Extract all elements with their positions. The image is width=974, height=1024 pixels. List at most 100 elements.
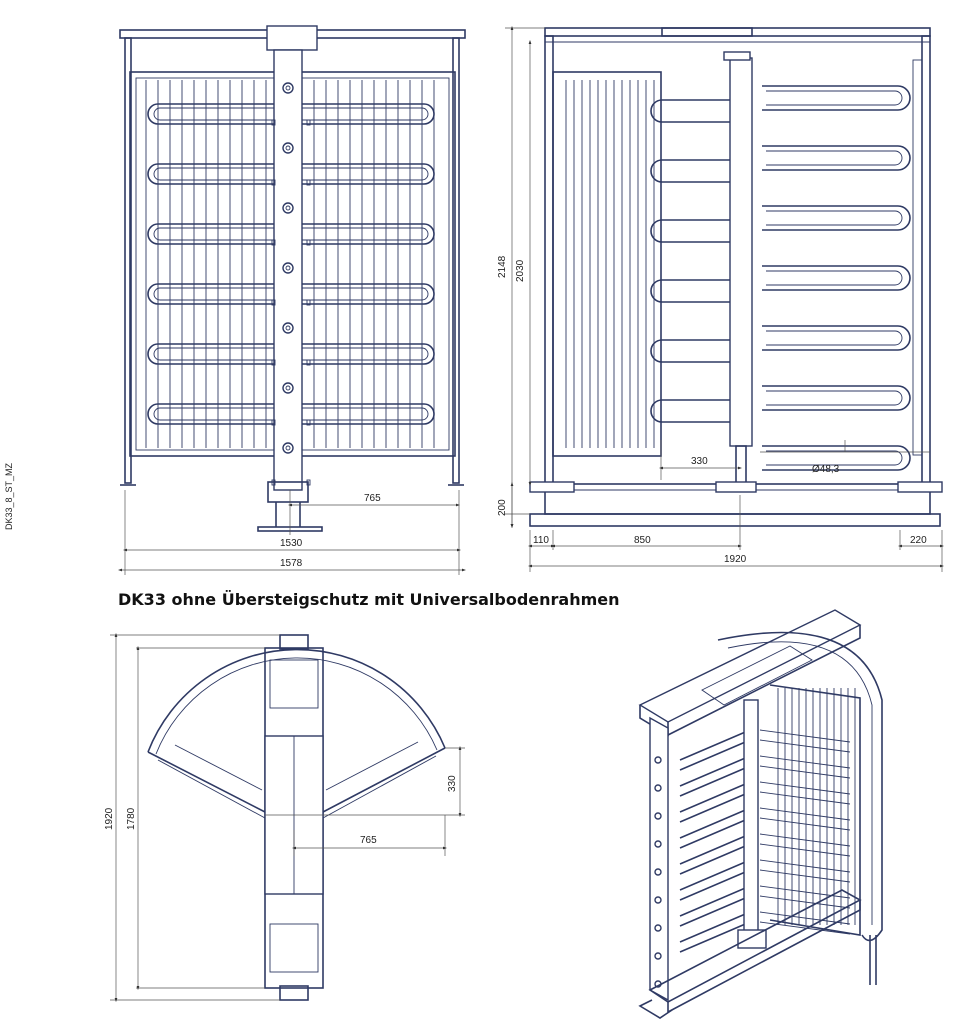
post-hole xyxy=(654,784,662,792)
side-dim-330: 330 xyxy=(691,456,708,467)
rotor-arm-bend xyxy=(650,279,663,303)
top-dim-1920: 1920 xyxy=(104,807,115,830)
iso-arm xyxy=(679,729,751,771)
loop-left-inner xyxy=(153,407,274,421)
side-loop-inner xyxy=(766,270,903,286)
rotor-arm-bend xyxy=(650,159,663,183)
side-dim-220: 220 xyxy=(910,535,927,546)
loop-left-inner xyxy=(153,107,274,121)
loop-left-inner xyxy=(153,287,274,301)
iso-arm xyxy=(679,755,751,797)
iso-arm-rear xyxy=(759,729,851,753)
iso-arm-rear xyxy=(759,755,851,779)
side-loop-inner xyxy=(766,330,903,346)
side-loops xyxy=(762,85,911,471)
iso-arm xyxy=(679,833,751,875)
isometric-view xyxy=(638,609,883,1019)
side-loop xyxy=(762,385,911,411)
column-tab xyxy=(271,419,276,426)
loop-right-inner xyxy=(302,167,429,181)
iso-arm-rear xyxy=(759,807,851,831)
side-dim-1920: 1920 xyxy=(724,554,747,565)
rotor-arm-bend xyxy=(650,99,663,123)
column-tab xyxy=(306,119,311,126)
loop-right-inner xyxy=(302,107,429,121)
column-hole-inner xyxy=(285,385,291,391)
side-loop xyxy=(762,205,911,231)
front-view: 765 1530 1578 xyxy=(117,25,467,575)
post-hole xyxy=(654,952,662,960)
side-loop xyxy=(762,445,911,471)
iso-rotor-arms xyxy=(679,729,851,953)
loop-right-inner xyxy=(302,227,429,241)
front-grid xyxy=(145,80,435,448)
side-rotor-arms xyxy=(650,99,730,423)
drawing-code: DK33_8_ST_MZ xyxy=(4,462,14,530)
column-tab xyxy=(306,359,311,366)
column-tab xyxy=(306,419,311,426)
rotor-arm xyxy=(662,399,730,423)
side-dim-2148: 2148 xyxy=(497,255,508,278)
column-hole-inner xyxy=(285,205,291,211)
iso-arm xyxy=(679,911,751,953)
iso-rear-lines xyxy=(777,688,856,925)
column-hole-inner xyxy=(285,265,291,271)
column-hole xyxy=(282,322,294,334)
loop-right xyxy=(302,223,435,245)
loop-right xyxy=(302,283,435,305)
front-holes xyxy=(271,82,311,486)
side-loop xyxy=(762,85,911,111)
loop-left xyxy=(147,163,274,185)
side-dim-850: 850 xyxy=(634,535,651,546)
column-tab xyxy=(271,119,276,126)
rotor-arm xyxy=(662,159,730,183)
loop-left xyxy=(147,103,274,125)
drawing-caption: DK33 ohne Übersteigschutz mit Universalb… xyxy=(118,590,620,609)
front-dim-1578: 1578 xyxy=(280,558,303,569)
iso-center-shaft xyxy=(743,699,759,936)
column-hole-inner xyxy=(285,445,291,451)
column-tab xyxy=(271,359,276,366)
column-tab xyxy=(271,299,276,306)
post-hole xyxy=(654,896,662,904)
loop-right xyxy=(302,103,435,125)
loop-right-inner xyxy=(302,287,429,301)
loop-right xyxy=(302,343,435,365)
loop-right-inner xyxy=(302,347,429,361)
iso-arm xyxy=(679,885,751,927)
column-tab xyxy=(306,179,311,186)
rotor-arm-bend xyxy=(650,219,663,243)
column-hole xyxy=(282,202,294,214)
loop-left-inner xyxy=(153,167,274,181)
side-loop-inner xyxy=(766,90,903,106)
iso-arm xyxy=(679,859,751,901)
loop-right-inner xyxy=(302,407,429,421)
loop-left-inner xyxy=(153,227,274,241)
loop-left xyxy=(147,403,274,425)
side-loop-inner xyxy=(766,210,903,226)
iso-arm-rear xyxy=(759,781,851,805)
side-left-panel-lines xyxy=(565,80,655,448)
side-dim-200: 200 xyxy=(497,499,508,516)
front-loops xyxy=(147,103,435,425)
column-tab xyxy=(306,239,311,246)
side-dim-d48: Ø48,3 xyxy=(812,464,840,475)
top-dim-1780: 1780 xyxy=(126,807,137,830)
iso-arm xyxy=(679,807,751,849)
top-dim-330: 330 xyxy=(447,775,458,792)
top-beam-block xyxy=(266,25,318,51)
rotor-arm xyxy=(662,99,730,123)
side-loop-inner xyxy=(766,450,903,466)
rotor-arm-bend xyxy=(650,399,663,423)
post-hole xyxy=(654,840,662,848)
side-loop xyxy=(762,325,911,351)
column-hole xyxy=(282,442,294,454)
top-dim-765: 765 xyxy=(360,835,377,846)
side-dim-2030: 2030 xyxy=(515,259,526,282)
loop-right xyxy=(302,163,435,185)
side-dim-110: 110 xyxy=(533,535,549,546)
iso-arm xyxy=(679,781,751,823)
rotor-arm xyxy=(662,339,730,363)
loop-right xyxy=(302,403,435,425)
